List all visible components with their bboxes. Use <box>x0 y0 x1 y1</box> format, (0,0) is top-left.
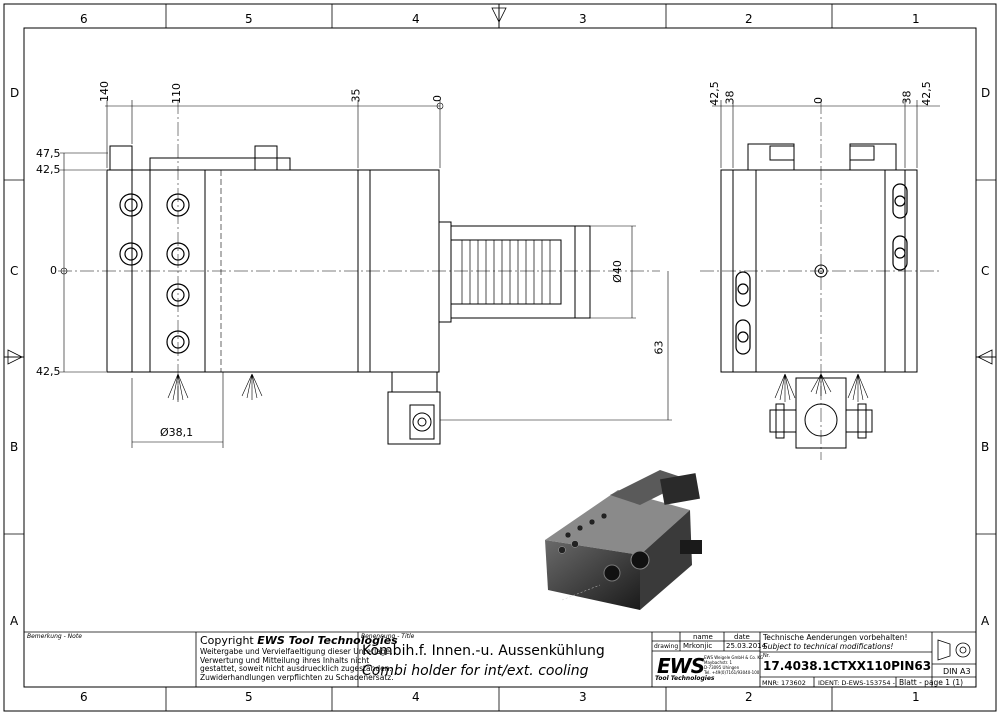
drawer-date: 25.03.2014 <box>726 642 767 650</box>
side-dimensions <box>712 100 940 168</box>
copyright-line: Zuwiderhandlungen verpflichten zu Schade… <box>200 672 394 682</box>
zone-col-2-bottom: 2 <box>745 690 753 704</box>
zone-col-6-bottom: 6 <box>80 690 88 704</box>
title-german: Kombih.f. Innen.-u. Aussenkühlung <box>362 643 605 659</box>
dim-side-38-left: 38 <box>723 90 737 105</box>
dim-side-0: 0 <box>812 97 825 104</box>
sheet-number: Blatt - page 1 (1) <box>899 678 964 687</box>
dim-0-left: 0 <box>50 264 57 277</box>
ews-logo: EWS <box>657 654 705 678</box>
ident: IDENT: D-EWS-153754 - <box>818 679 895 687</box>
front-dimensions <box>60 100 672 448</box>
paper-format: DIN A3 <box>943 667 971 676</box>
row-drawing-label: drawing <box>654 643 679 650</box>
dim-42-5-bottom: 42,5 <box>36 365 61 378</box>
zone-col-2: 2 <box>745 12 753 26</box>
front-view <box>58 100 660 445</box>
drawer-name: Mrkonjic <box>683 642 713 650</box>
copyright-notice: Weitergabe und Vervielfaeltigung dieser … <box>200 647 394 682</box>
mnr: MNR: 173602 <box>762 679 806 687</box>
dim-0-front: 0 <box>431 95 444 102</box>
dim-side-42-5-left: 42,5 <box>707 81 721 106</box>
title-english: Combi holder for int/ext. cooling <box>362 663 589 679</box>
zone-col-1: 1 <box>912 12 920 26</box>
title-block-grid <box>24 631 976 687</box>
dim-140: 140 <box>98 81 111 102</box>
ews-logo-sub: Tool Technologies <box>655 675 715 682</box>
company-line: D-73095 Uhingen <box>704 665 740 670</box>
notice-english: Subject to technical modifications! <box>763 642 894 651</box>
zone-col-3: 3 <box>579 12 587 26</box>
dim-side-42-5-right: 42,5 <box>919 81 933 106</box>
dim-diameter-40: Ø40 <box>610 260 624 283</box>
remark-label: Bemerkung - Note <box>27 633 82 640</box>
copyright-line: gestattet, soweit nicht ausdruecklich zu… <box>200 664 392 673</box>
zone-col-5-bottom: 5 <box>245 690 253 704</box>
copyright-brand: EWS Tool Technologies <box>257 634 398 647</box>
zone-row-d: D <box>10 86 20 100</box>
notice-german: Technische Aenderungen vorbehalten! <box>763 633 908 642</box>
zone-row-d-right: D <box>981 86 991 100</box>
copyright-line: Weitergabe und Vervielfaeltigung dieser … <box>200 647 393 656</box>
dim-diameter-38-1: Ø38,1 <box>160 426 194 439</box>
dim-42-5-top: 42,5 <box>36 163 61 176</box>
dim-110: 110 <box>170 83 183 104</box>
zone-row-b: B <box>10 440 19 454</box>
company-address: EWS Weigele GmbH & Co. KG Maybachstr. 1 … <box>704 655 763 675</box>
zone-row-b-right: B <box>981 440 990 454</box>
title-label: Benennung - Title <box>361 633 415 640</box>
zone-row-a: A <box>10 614 19 628</box>
copyright-prefix: Copyright <box>200 634 258 647</box>
zone-row-a-right: A <box>981 614 990 628</box>
company-line: Maybachstr. 1 <box>704 660 733 665</box>
zone-row-c: C <box>10 264 19 278</box>
company-line: Tel. +49(0)7161/93040-100 <box>704 670 760 675</box>
company-line: EWS Weigele GmbH & Co. KG <box>704 655 764 660</box>
col-name-header: name <box>693 633 713 641</box>
dim-side-38-right: 38 <box>900 90 914 105</box>
zone-col-1-bottom: 1 <box>912 690 920 704</box>
side-view <box>700 100 940 460</box>
copyright-line: Verwertung und Mitteilung ihres Inhalts … <box>200 655 370 665</box>
zone-col-3-bottom: 3 <box>579 690 587 704</box>
zone-col-5: 5 <box>245 12 253 26</box>
zone-row-c-right: C <box>981 264 990 278</box>
col-date-header: date <box>734 633 750 641</box>
dim-47-5: 47,5 <box>36 147 61 160</box>
copyright-heading: Copyright EWS Tool Technologies <box>200 634 398 647</box>
dim-63: 63 <box>652 340 666 355</box>
zone-col-4: 4 <box>412 12 420 26</box>
isometric-render <box>545 470 702 610</box>
nr-label: Nr. <box>763 653 770 659</box>
dim-35: 35 <box>349 88 363 103</box>
frame <box>3 3 997 712</box>
zone-col-6: 6 <box>80 12 88 26</box>
part-number: 17.4038.1CTXX110PIN63 <box>763 659 932 673</box>
zone-col-4-bottom: 4 <box>412 690 420 704</box>
